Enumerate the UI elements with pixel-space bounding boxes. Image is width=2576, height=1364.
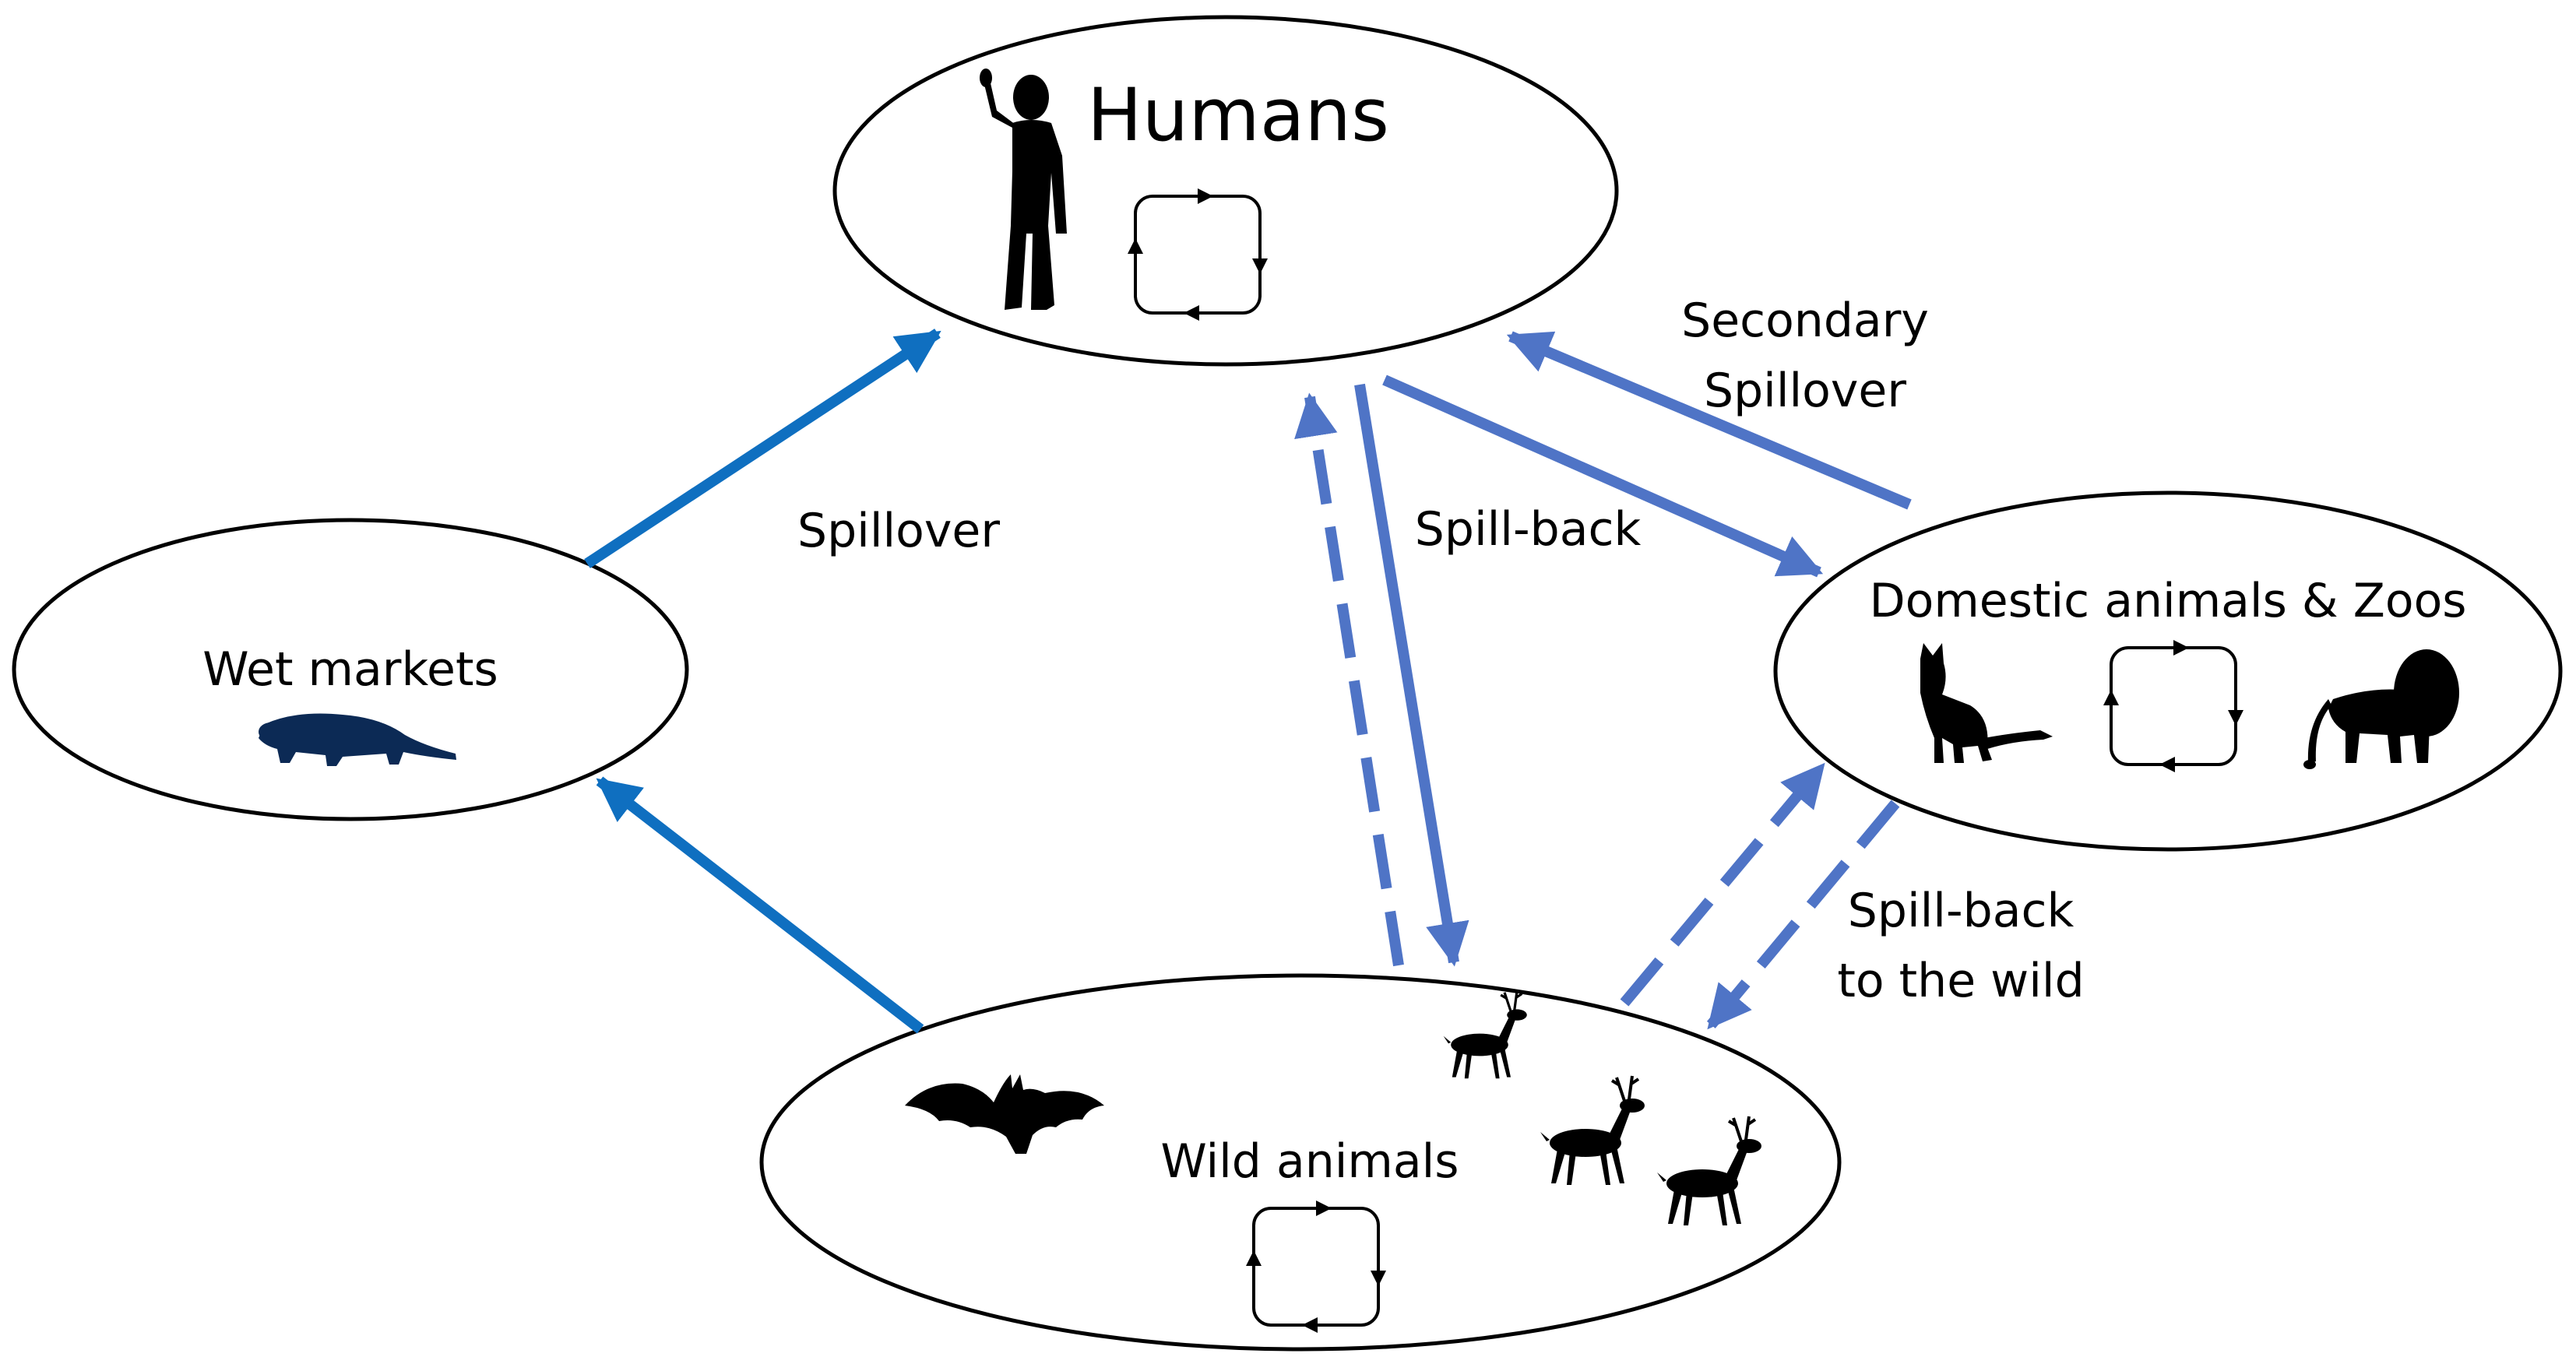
- arrow-domestic-to-humans: [1506, 331, 1912, 510]
- cat-icon: [1920, 643, 2053, 763]
- secondary-spillover-label-line1: Secondary: [1681, 294, 1929, 348]
- arrow-wet-markets-to-humans: [584, 329, 941, 568]
- arrow-dashed-wild-to-domestic: [1620, 762, 1827, 1007]
- domestic-label: Domestic animals & Zoos: [1869, 574, 2466, 628]
- wild-animals-node: [759, 973, 1842, 1352]
- arrow-wild-to-wet-markets: [596, 776, 924, 1034]
- wild-animals-label: Wild animals: [1160, 1134, 1459, 1189]
- human-silhouette-icon: [980, 69, 1067, 310]
- domestic-animals-node: [1773, 490, 2563, 852]
- spill-back-wild-label-line2: to the wild: [1837, 954, 2084, 1008]
- secondary-spillover-label-line2: Spillover: [1704, 364, 1906, 418]
- spill-back-label: Spill-back: [1415, 502, 1642, 557]
- arrow-humans-to-wild: [1354, 383, 1469, 967]
- civet-icon: [259, 713, 456, 766]
- arrow-humans-to-domestic: [1382, 374, 1824, 578]
- humans-label: Humans: [1087, 73, 1389, 158]
- wet-markets-label: Wet markets: [202, 642, 498, 697]
- spillover-label: Spillover: [797, 504, 1000, 558]
- wet-markets-node: [12, 518, 689, 821]
- spill-back-wild-label-line1: Spill-back: [1848, 884, 2075, 938]
- bat-icon: [905, 1074, 1104, 1154]
- arrow-dashed-wild-to-humans: [1294, 392, 1404, 967]
- lion-icon: [2303, 649, 2459, 769]
- arrow-dashed-domestic-to-wild: [1705, 800, 1900, 1030]
